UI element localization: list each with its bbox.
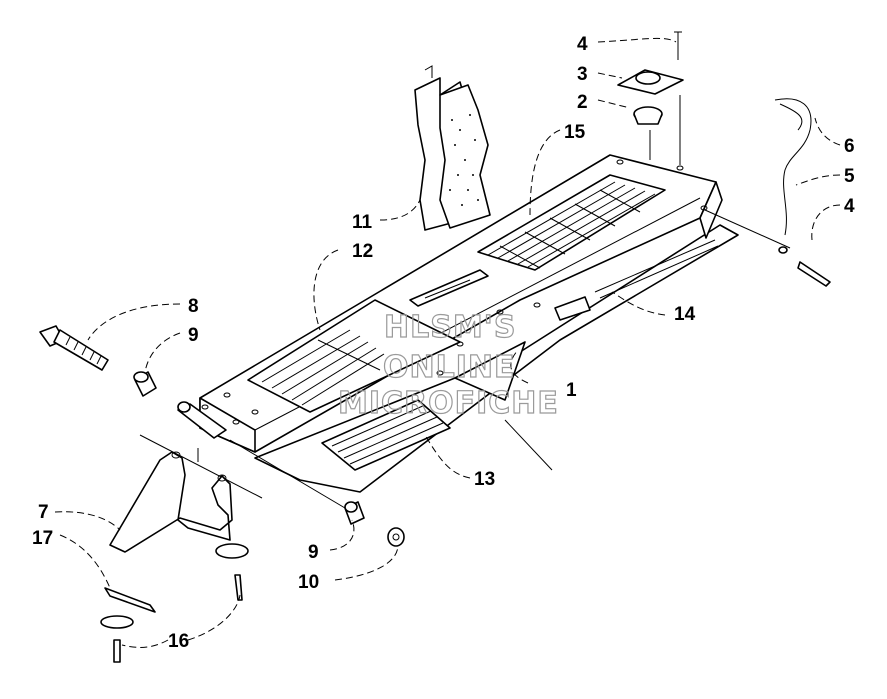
callout-16: 16 [168,631,189,652]
rivet-washer [215,543,249,601]
strip-plate [409,269,489,307]
callout-5: 5 [844,166,855,187]
callout-11: 11 [352,212,373,233]
wear-strip [100,587,156,663]
bolt [39,325,109,371]
watermark: HLSM'S ONLINE MICROFICHE [337,309,559,421]
spacer-lower [344,501,365,525]
callout-4-top: 4 [577,34,588,55]
callout-labels: 1 2 3 4 4 5 6 7 8 9 9 10 11 12 13 14 15 … [32,34,855,652]
callout-7: 7 [38,502,49,523]
leader-lines [54,37,841,648]
callout-15: 15 [564,122,586,143]
watermark-line-3: MICROFICHE [338,386,559,421]
callout-2: 2 [577,92,588,113]
nut [387,527,405,547]
callout-13: 13 [474,469,495,490]
grommet-cap [617,31,684,95]
side-decal [554,239,719,321]
callout-9-upper: 9 [188,325,199,346]
callout-8: 8 [188,296,199,317]
callout-12: 12 [352,241,373,262]
running-board-mat [247,299,461,413]
callout-6: 6 [844,136,855,157]
lower-pad [321,399,451,471]
callout-10: 10 [298,572,319,593]
callout-17: 17 [32,528,53,549]
foam-pad [414,65,491,231]
callout-4-right: 4 [844,196,855,217]
tether-cable [704,98,831,287]
rear-axle [177,401,227,439]
spacer-upper [133,371,157,397]
callout-9-lower: 9 [308,542,319,563]
heat-exchanger-grille [477,174,666,271]
watermark-line-2: ONLINE [383,350,516,385]
watermark-line-1: HLSM'S [384,310,516,345]
callout-3: 3 [577,64,588,85]
grommet [633,106,663,125]
callout-1: 1 [566,380,577,401]
rear-bracket [109,434,263,553]
callout-14: 14 [674,304,696,325]
